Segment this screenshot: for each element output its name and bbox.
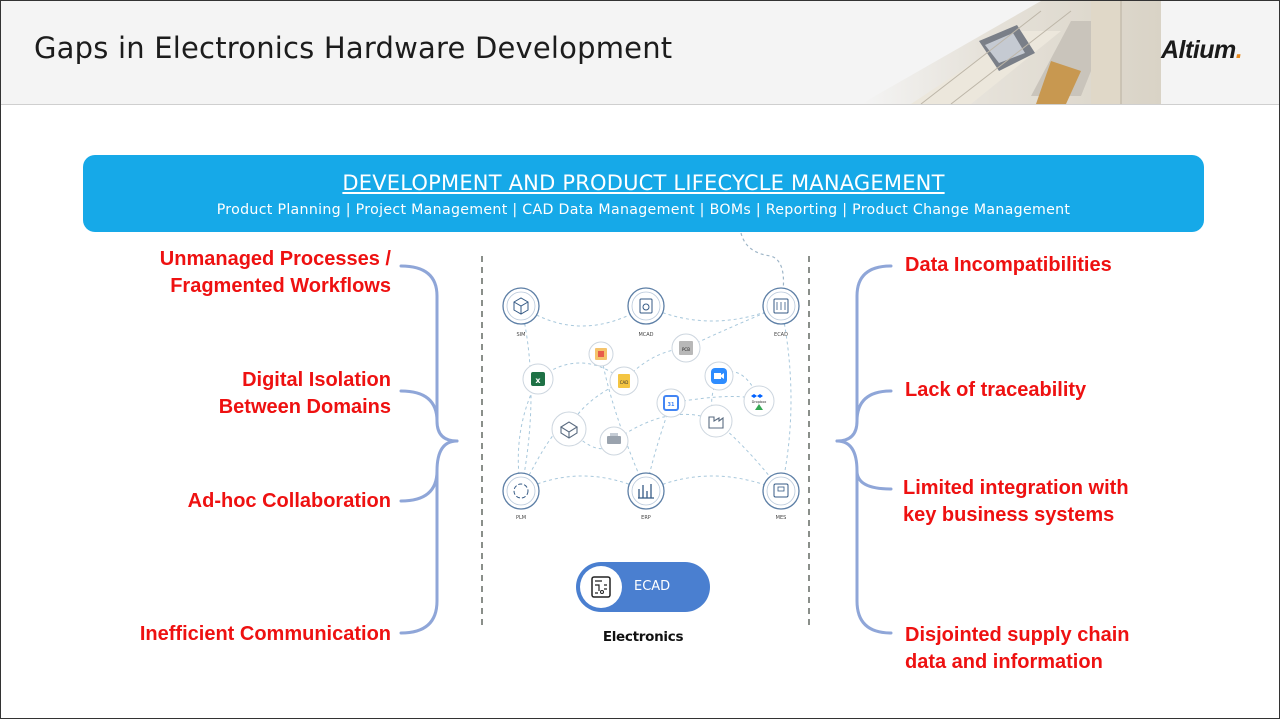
calendar-icon	[663, 395, 679, 411]
box-3d-node	[551, 411, 587, 447]
dropbox-label: Dropbox	[752, 400, 767, 404]
gear-doc-icon	[639, 298, 653, 314]
gap-line: Data Incompatibilities	[905, 254, 1112, 276]
node-erp: ERP	[627, 472, 665, 521]
dropbox-app-node: Dropbox	[743, 385, 775, 417]
node-ecad: ECAD	[762, 287, 800, 338]
page-title: Gaps in Electronics Hardware Development	[34, 31, 673, 65]
cube-wireframe-icon	[513, 297, 529, 315]
tool-network-diagram: SIM MCAD ECAD PLM ERP	[502, 287, 800, 521]
left-bracket-3	[399, 439, 459, 503]
pcb-file-icon	[679, 341, 693, 355]
gap-disjointed-supply-chain: Disjointed supply chain data and informa…	[905, 622, 1129, 676]
header-bar: Gaps in Electronics Hardware Development…	[1, 1, 1279, 104]
printer-icon	[607, 436, 621, 444]
left-bracket-2	[399, 389, 439, 423]
gap-inefficient-communication: Inefficient Communication	[140, 621, 391, 648]
circuit-board-icon	[591, 576, 611, 598]
cad-file-icon	[618, 374, 630, 388]
right-bracket-4	[855, 469, 893, 635]
gap-line: Fragmented Workflows	[170, 275, 391, 297]
lifecycle-banner: DEVELOPMENT AND PRODUCT LIFECYCLE MANAGE…	[83, 155, 1204, 232]
altium-logo: Altium.	[1161, 36, 1243, 65]
header-divider	[1, 104, 1279, 105]
right-bracket-1	[835, 264, 893, 443]
svg-text:x: x	[535, 376, 541, 385]
node-plm: PLM	[502, 472, 540, 521]
node-erp-label: ERP	[641, 515, 651, 521]
node-mes: MES	[762, 472, 800, 521]
banner-subtitle: Product Planning | Project Management | …	[216, 202, 1071, 218]
machine-icon	[773, 483, 789, 498]
cad-file-label: CAD	[620, 380, 629, 385]
right-bracket-3	[835, 439, 893, 491]
ecad-toggle-knob	[580, 566, 622, 608]
left-bracket-1	[399, 264, 459, 443]
gap-lack-of-traceability: Lack of traceability	[905, 377, 1086, 404]
box-3d-icon	[559, 421, 579, 439]
gap-line: Between Domains	[218, 396, 391, 418]
gap-line: key business systems	[903, 504, 1115, 526]
node-sim: SIM	[502, 287, 540, 338]
gap-line: Disjointed supply chain	[905, 624, 1130, 646]
drive-icon	[755, 404, 763, 410]
gap-line: Inefficient Communication	[139, 623, 391, 645]
left-bracket-4	[399, 469, 439, 635]
logo-text: Altium	[1161, 36, 1236, 64]
node-ecad-label: ECAD	[774, 332, 788, 338]
right-bracket-2	[855, 389, 893, 423]
gap-line: Digital Isolation	[242, 369, 391, 391]
gap-data-incompatibilities: Data Incompatibilities	[905, 252, 1112, 279]
calendar-label: 31	[668, 402, 675, 408]
gap-line: Unmanaged Processes /	[159, 248, 391, 270]
node-mcad-label: MCAD	[638, 332, 653, 338]
header-decoration-image	[861, 1, 1161, 104]
pcb-file-node: PCB	[671, 333, 701, 363]
gap-limited-integration: Limited integration with key business sy…	[903, 475, 1129, 529]
node-sim-label: SIM	[517, 332, 526, 338]
gap-adhoc-collaboration: Ad-hoc Collaboration	[188, 488, 391, 515]
gap-line: Limited integration with	[903, 477, 1129, 499]
gap-line: data and information	[905, 651, 1103, 673]
cycle-icon	[513, 483, 529, 499]
cad-file-node: CAD	[609, 366, 639, 396]
pcb-file-label: PCB	[682, 347, 690, 352]
electronics-caption: Electronics	[602, 629, 684, 645]
gap-unmanaged-processes: Unmanaged Processes / Fragmented Workflo…	[160, 246, 391, 300]
zoom-app-node	[704, 361, 734, 391]
logo-dot: .	[1235, 36, 1243, 64]
node-mes-label: MES	[776, 515, 787, 521]
gap-digital-isolation: Digital Isolation Between Domains	[219, 367, 391, 421]
excel-app-node: x	[522, 363, 554, 395]
factory-icon	[708, 416, 724, 429]
ecad-toggle-label: ECAD	[634, 579, 671, 594]
bar-chart-icon	[638, 484, 654, 499]
calendar-app-node: 31	[656, 388, 686, 418]
gap-line: Lack of traceability	[905, 379, 1087, 401]
document-app-node	[588, 341, 614, 367]
node-mcad: MCAD	[627, 287, 665, 338]
banner-title: DEVELOPMENT AND PRODUCT LIFECYCLE MANAGE…	[342, 171, 945, 195]
ecad-toggle[interactable]: ECAD	[576, 562, 710, 612]
printer-node	[599, 426, 629, 456]
factory-node	[699, 404, 733, 438]
dropbox-icon	[751, 394, 763, 398]
chip-icon	[773, 298, 789, 314]
gap-line: Ad-hoc Collaboration	[187, 490, 391, 512]
node-plm-label: PLM	[516, 515, 526, 521]
excel-icon	[531, 372, 545, 386]
